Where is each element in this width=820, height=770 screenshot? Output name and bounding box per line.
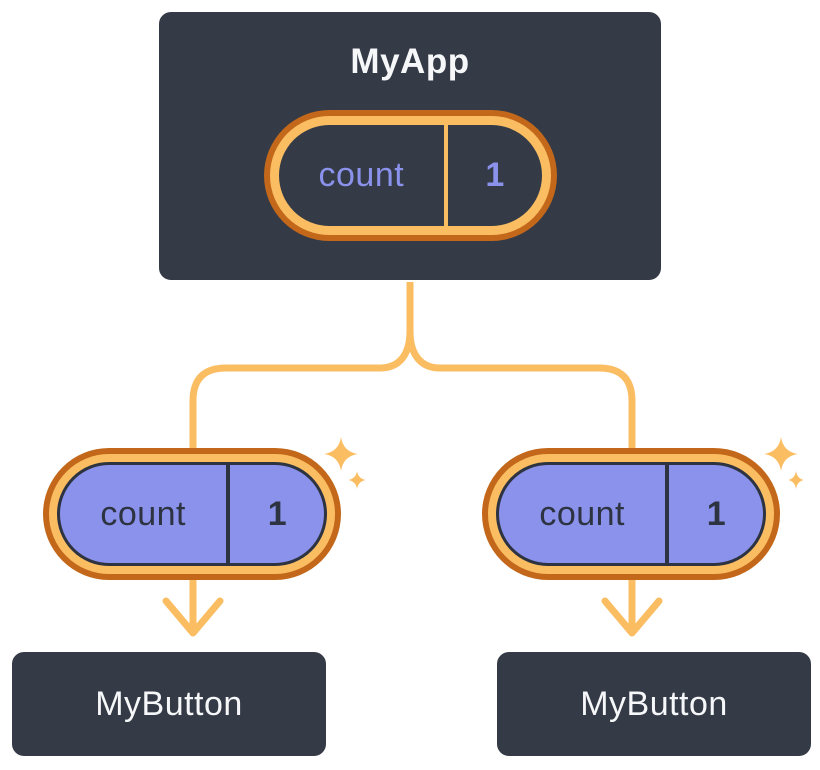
state-name: count xyxy=(318,156,405,194)
prop-pill-left: count 1 xyxy=(43,448,341,580)
pill-divider xyxy=(665,465,670,563)
prop-pill-right: count 1 xyxy=(482,448,780,580)
sparkle-icon-left xyxy=(324,437,366,489)
node-myapp: MyApp count 1 xyxy=(157,10,663,282)
sparkle-icon-right xyxy=(764,437,804,489)
arrow-left-icon xyxy=(162,574,224,637)
prop-value: 1 xyxy=(706,494,726,533)
node-mybutton-left: MyButton xyxy=(10,650,328,758)
node-myapp-title: MyApp xyxy=(350,42,470,81)
node-mybutton-right: MyButton xyxy=(495,650,813,758)
state-value: 1 xyxy=(485,156,505,194)
prop-name: count xyxy=(100,494,186,533)
node-mybutton-title: MyButton xyxy=(95,684,243,723)
connector-branch-right xyxy=(406,327,636,456)
pill-divider xyxy=(226,465,231,563)
prop-value: 1 xyxy=(267,494,287,533)
pill-divider xyxy=(444,125,449,226)
state-pill-myapp: count 1 xyxy=(263,110,557,241)
prop-name: count xyxy=(539,494,625,533)
tree-connector-lines xyxy=(189,277,636,456)
connector-branch-left xyxy=(189,327,414,456)
node-mybutton-title: MyButton xyxy=(580,684,728,723)
arrow-right-icon xyxy=(601,574,663,637)
